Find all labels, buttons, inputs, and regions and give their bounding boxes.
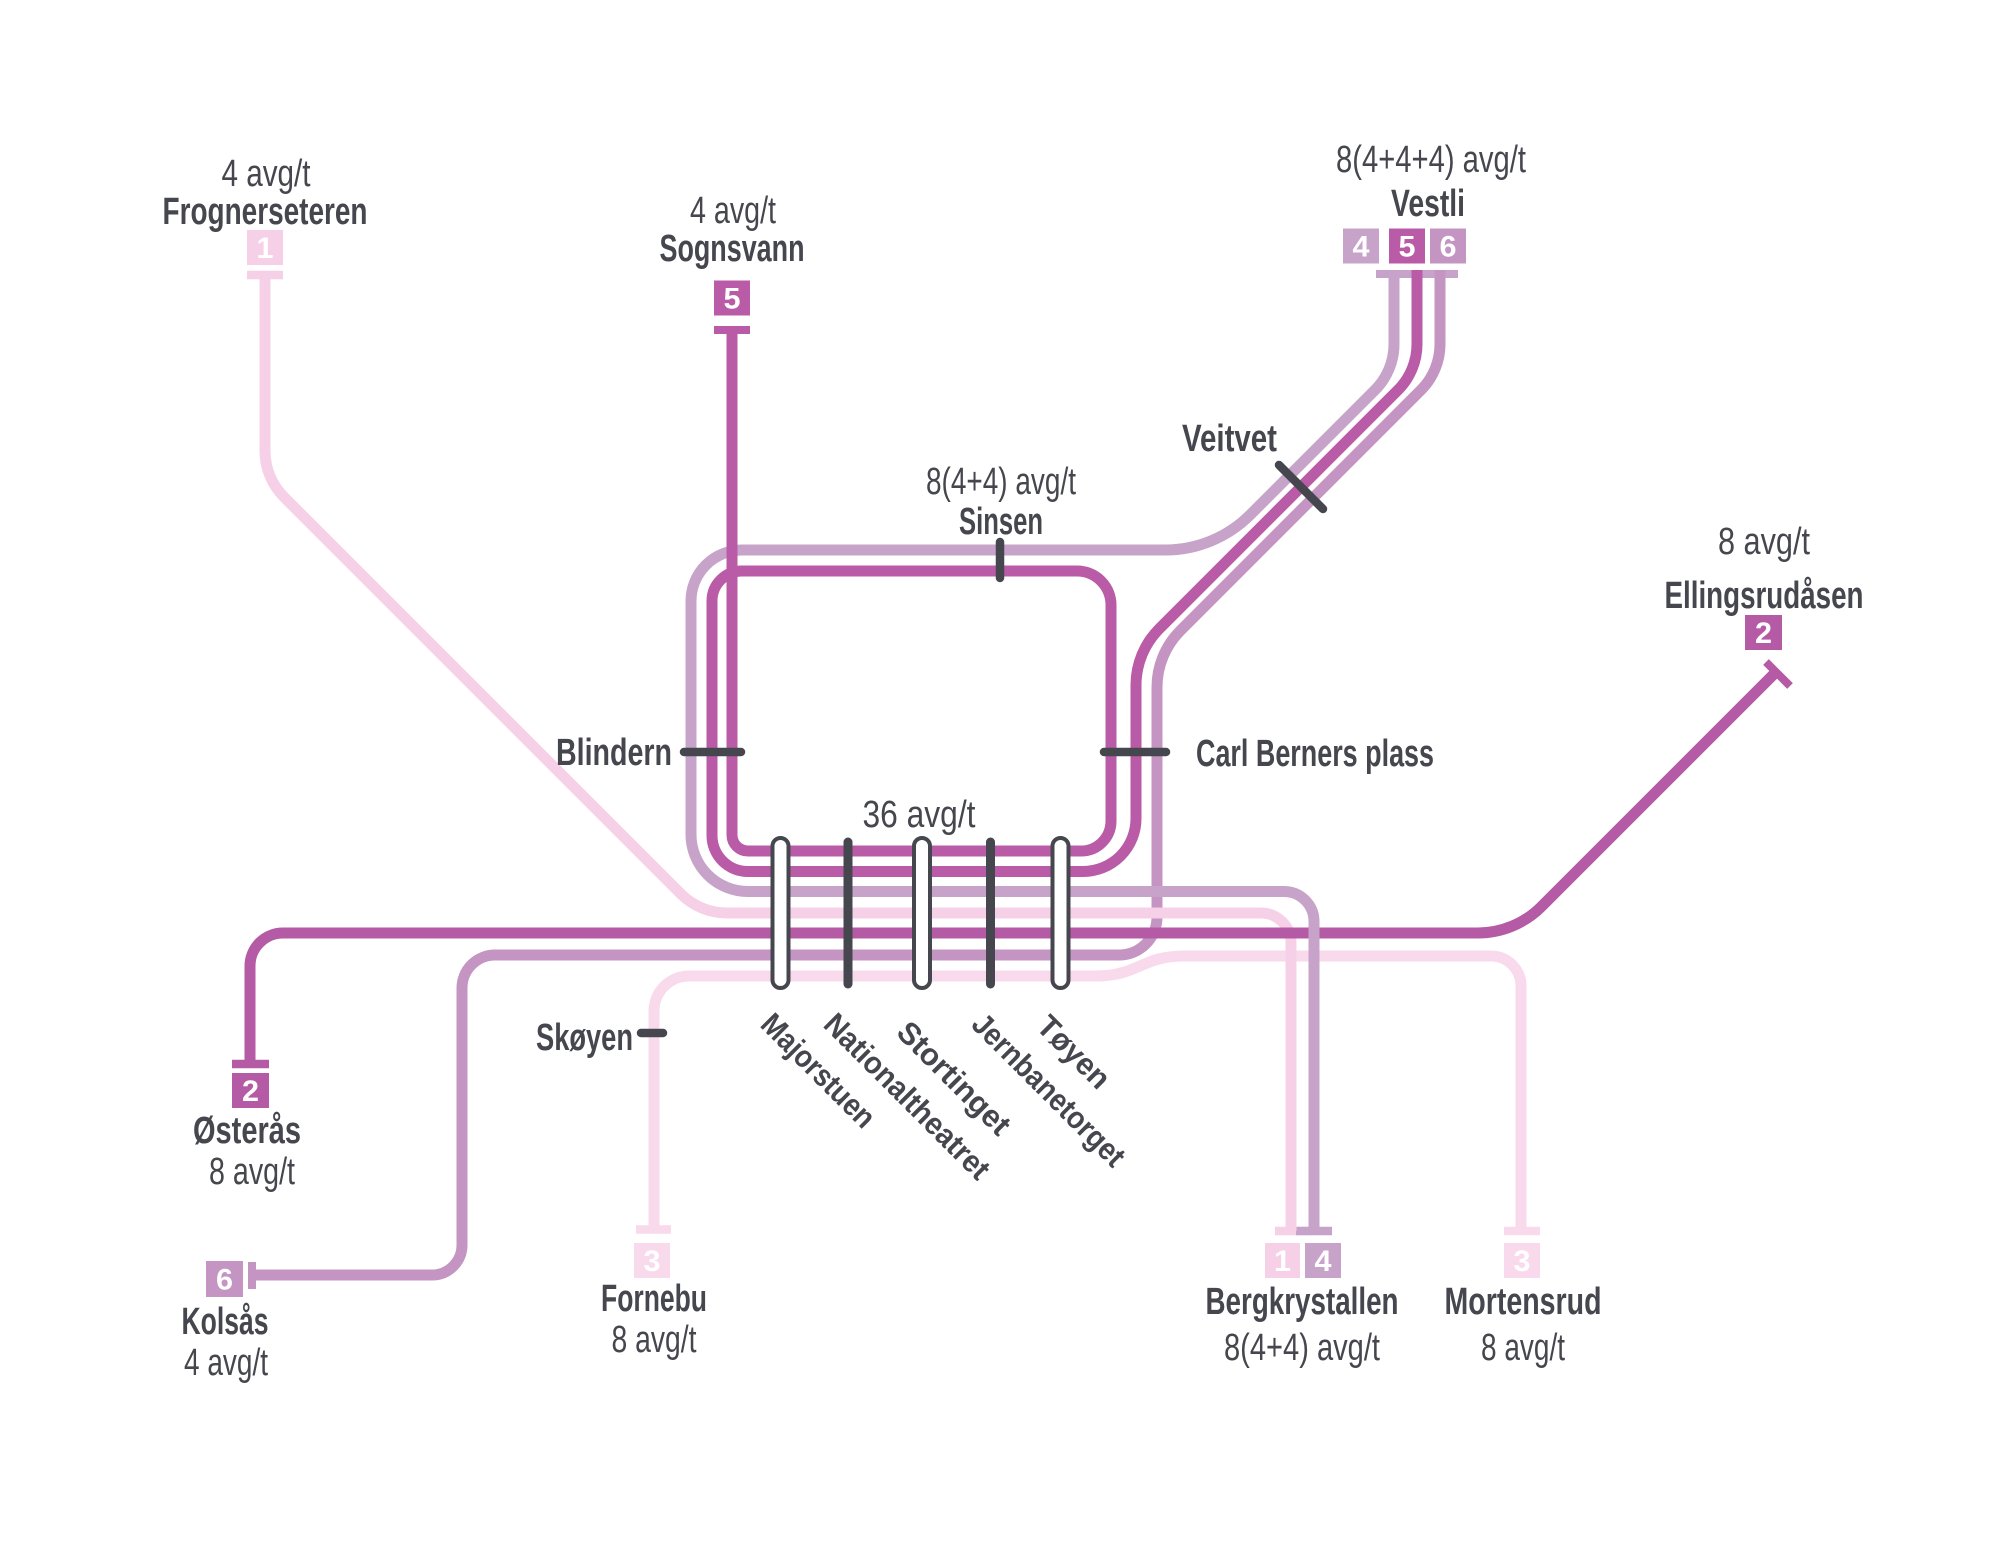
svg-text:4: 4	[1315, 1245, 1332, 1278]
svg-text:Veitvet: Veitvet	[1182, 418, 1277, 460]
svg-text:Frognerseteren: Frognerseteren	[163, 191, 368, 233]
svg-text:5: 5	[1399, 231, 1416, 264]
svg-text:2: 2	[242, 1075, 259, 1108]
svg-text:8(4+4+4) avg/t: 8(4+4+4) avg/t	[1336, 139, 1526, 181]
svg-text:3: 3	[1514, 1245, 1531, 1278]
svg-text:8 avg/t: 8 avg/t	[612, 1319, 697, 1361]
svg-text:8(4+4) avg/t: 8(4+4) avg/t	[926, 461, 1076, 503]
svg-text:Bergkrystallen: Bergkrystallen	[1206, 1281, 1399, 1323]
svg-text:Østerås: Østerås	[193, 1110, 301, 1152]
svg-text:1: 1	[1274, 1245, 1291, 1278]
svg-text:3: 3	[644, 1245, 661, 1278]
svg-text:Vestli: Vestli	[1391, 183, 1465, 225]
svg-text:4 avg/t: 4 avg/t	[690, 190, 776, 232]
svg-text:4: 4	[1353, 231, 1370, 264]
svg-text:8 avg/t: 8 avg/t	[209, 1151, 295, 1193]
svg-text:Fornebu: Fornebu	[601, 1278, 707, 1320]
svg-text:1: 1	[257, 232, 274, 265]
svg-text:4 avg/t: 4 avg/t	[184, 1342, 268, 1384]
svg-text:Sinsen: Sinsen	[959, 501, 1043, 543]
svg-text:Skøyen: Skøyen	[536, 1017, 633, 1059]
svg-text:Kolsås: Kolsås	[182, 1301, 269, 1343]
svg-text:6: 6	[1440, 231, 1457, 264]
svg-text:6: 6	[216, 1264, 233, 1297]
svg-text:Ellingsrudåsen: Ellingsrudåsen	[1665, 575, 1864, 617]
svg-text:Sognsvann: Sognsvann	[660, 228, 805, 270]
svg-text:Carl Berners plass: Carl Berners plass	[1196, 733, 1434, 775]
svg-text:8(4+4) avg/t: 8(4+4) avg/t	[1224, 1327, 1380, 1369]
svg-text:4 avg/t: 4 avg/t	[222, 153, 311, 195]
svg-text:8 avg/t: 8 avg/t	[1718, 521, 1810, 563]
svg-text:36 avg/t: 36 avg/t	[863, 794, 976, 836]
svg-text:2: 2	[1755, 617, 1772, 650]
svg-text:5: 5	[724, 283, 741, 316]
svg-text:Mortensrud: Mortensrud	[1445, 1281, 1602, 1323]
svg-text:8 avg/t: 8 avg/t	[1481, 1327, 1565, 1369]
svg-text:Blindern: Blindern	[556, 732, 672, 774]
